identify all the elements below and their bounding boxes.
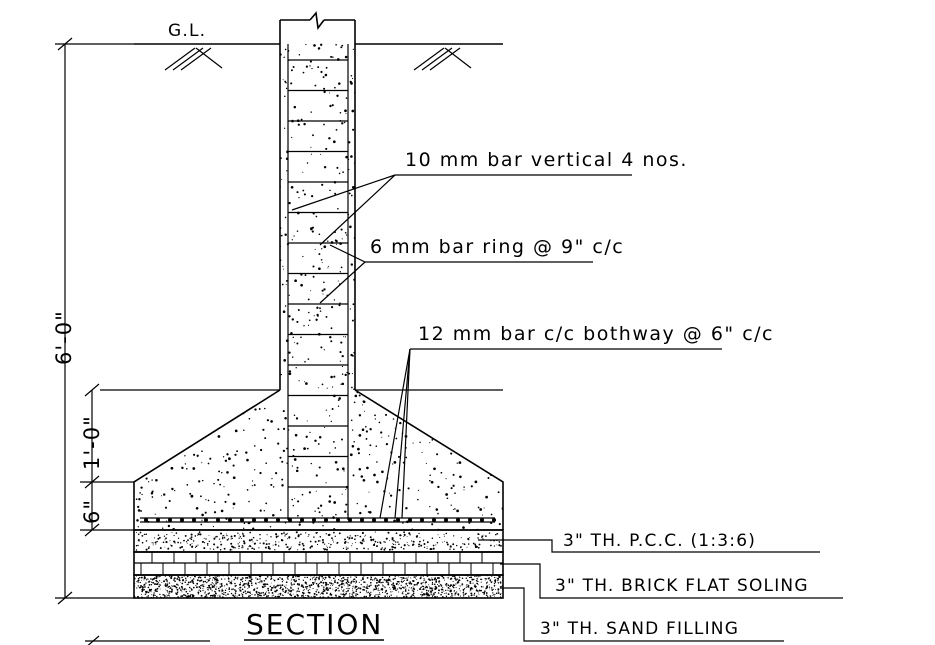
total-depth-dimension: 6'-0" xyxy=(52,310,76,365)
dimension-lines xyxy=(55,37,210,645)
section-title: SECTION xyxy=(246,608,383,641)
bottom-mesh-callout: 12 mm bar c/c bothway @ 6" c/c xyxy=(418,323,774,345)
sand-speckle xyxy=(134,575,503,598)
ground-hatch-right xyxy=(413,47,472,71)
pcc-layer-callout: 3" TH. P.C.C. (1:3:6) xyxy=(563,531,756,551)
ground-level-group: G.L. xyxy=(134,21,503,71)
leader-lines xyxy=(291,174,843,642)
vertical-bar-callout: 10 mm bar vertical 4 nos. xyxy=(405,149,688,171)
concrete-speckle xyxy=(134,43,503,530)
ring-stirrups xyxy=(288,59,348,488)
ring-bar-callout: 6 mm bar ring @ 9" c/c xyxy=(370,236,624,258)
pcc-layer xyxy=(133,529,504,553)
brick-soling-layer xyxy=(133,551,504,576)
column-outline xyxy=(279,20,356,520)
column-break-symbol xyxy=(280,11,355,31)
brick-joints xyxy=(140,552,494,575)
mesh-bar-dots xyxy=(144,518,496,522)
pedestal-height-dimension: 1'-0" xyxy=(80,415,104,470)
sand-filling-callout: 3" TH. SAND FILLING xyxy=(540,619,739,639)
pcc-speckle xyxy=(135,531,502,551)
bottom-mesh xyxy=(140,517,496,523)
footing-edge-dimension: 6" xyxy=(80,499,104,524)
sand-filling-layer xyxy=(133,574,504,599)
ground-level-label: G.L. xyxy=(168,21,206,41)
footing-outline xyxy=(100,389,504,531)
ground-hatch-left xyxy=(164,47,223,71)
brick-soling-callout: 3" TH. BRICK FLAT SOLING xyxy=(555,576,809,596)
